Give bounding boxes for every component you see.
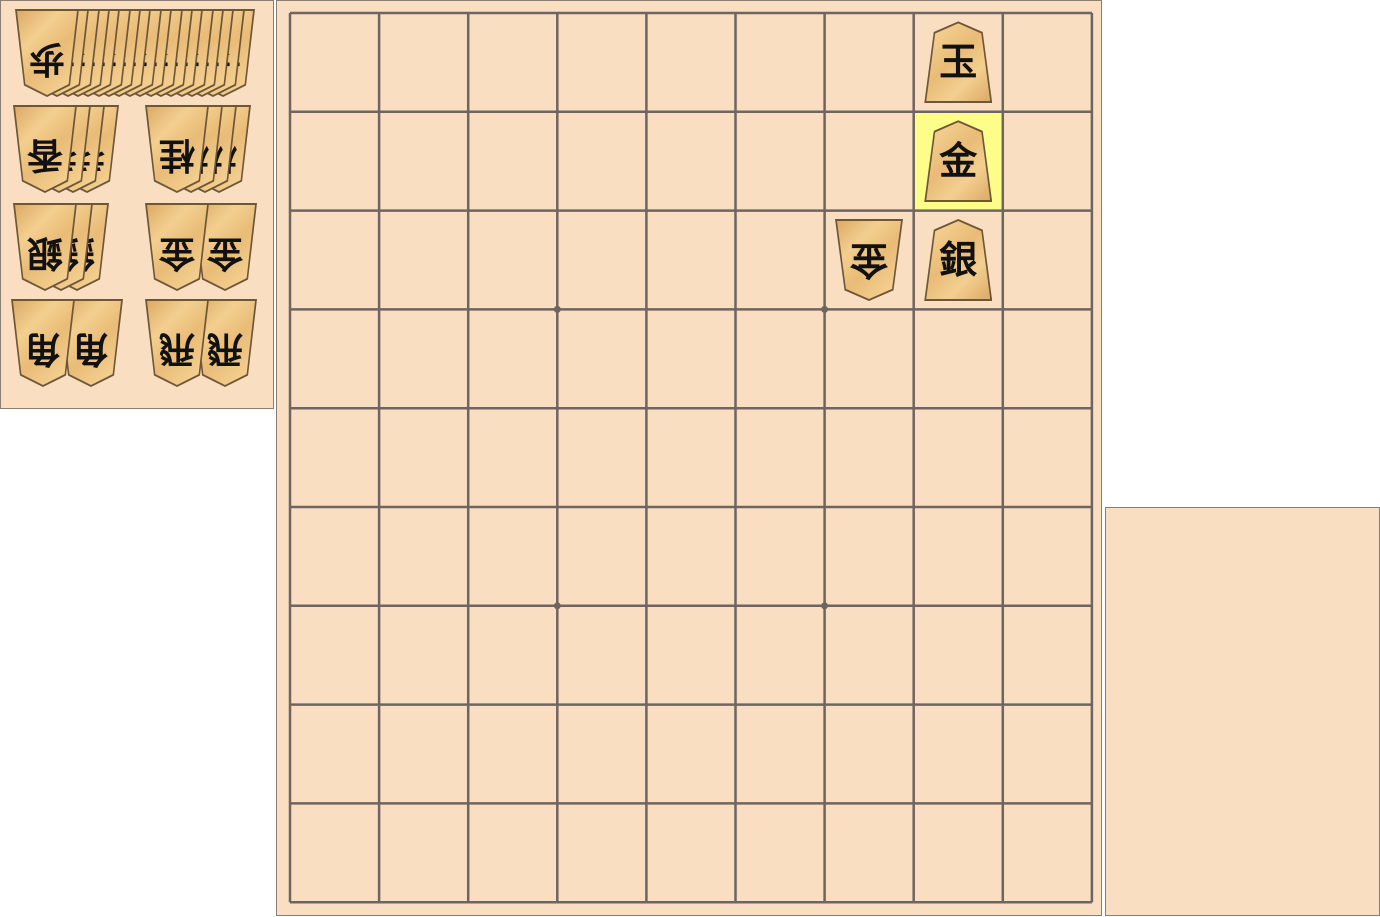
hand-silver[interactable]: 銀 [15,205,75,289]
piece-body [926,23,991,102]
piece-glyph: 歩 [29,38,66,80]
piece-glyph: 玉 [939,39,978,85]
piece-glyph: 飛 [159,328,196,370]
hand-pawn[interactable]: 歩 [17,11,77,95]
star-point [553,602,561,610]
hand-gold-stack[interactable]: 金金 [147,205,263,291]
hand-knight-stack[interactable]: 桂桂桂桂 [147,107,263,193]
piece-glyph: 銀 [939,237,978,282]
sente-piece-stand[interactable] [1105,507,1380,916]
hand-lance-stack[interactable]: 香香香香 [15,107,131,193]
board-grid [288,11,1094,904]
piece-glyph: 角 [25,328,62,370]
hand-bishop-stack[interactable]: 角角 [13,301,129,387]
silver-piece[interactable]: 銀 [924,219,993,301]
piece-glyph: 金 [159,232,196,274]
piece-glyph: 桂 [159,134,196,176]
hand-pawn-stack[interactable]: 歩歩歩歩歩歩歩歩歩歩歩歩歩歩歩歩歩歩 [17,11,253,97]
piece-glyph: 金 [850,238,889,283]
piece-glyph: 香 [27,134,64,176]
hand-knight[interactable]: 桂 [147,107,207,191]
gote-piece-stand[interactable]: 歩歩歩歩歩歩歩歩歩歩歩歩歩歩歩歩歩歩香香香香桂桂桂桂銀銀銀金金角角飛飛 [0,0,274,409]
star-point [821,602,829,610]
star-point [821,305,829,313]
hand-rook-stack[interactable]: 飛飛 [147,301,263,387]
shogi-board[interactable]: 玉金金銀 [276,0,1102,916]
gold-piece[interactable]: 金 [924,120,993,203]
piece-body [926,122,991,201]
star-point [553,305,561,313]
gote-king-piece[interactable]: 玉 [924,21,993,104]
hand-lance[interactable]: 香 [15,107,75,191]
hand-rook[interactable]: 飛 [147,301,207,385]
hand-silver-stack[interactable]: 銀銀銀 [15,205,131,291]
piece-body [926,221,991,299]
hand-gold[interactable]: 金 [147,205,207,289]
gote-gold-piece[interactable]: 金 [837,221,901,299]
piece-glyph: 金 [939,138,978,184]
hand-bishop[interactable]: 角 [13,301,73,385]
piece-glyph: 銀 [27,232,64,274]
